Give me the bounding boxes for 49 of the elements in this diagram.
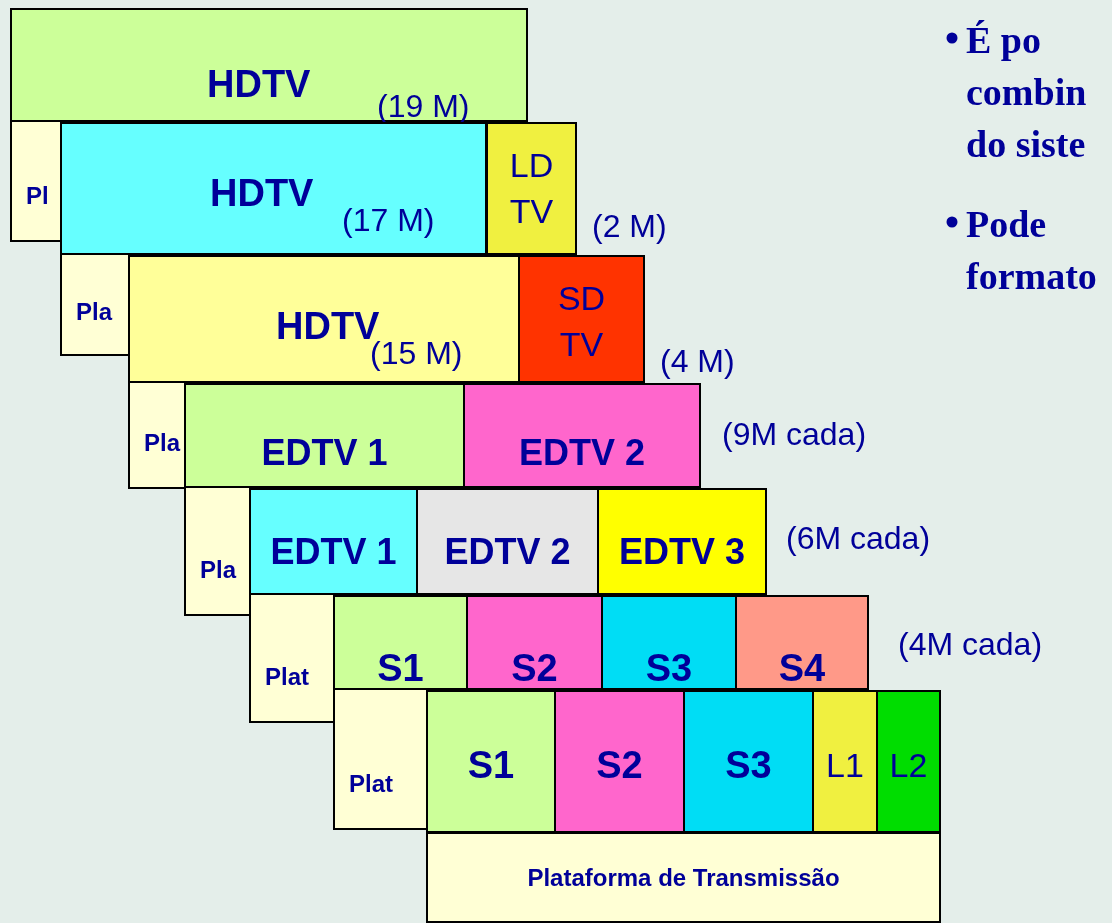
platform-label: Pl <box>26 184 49 208</box>
channel-name: EDTV 2 <box>443 534 572 570</box>
channel-name: HDTV <box>207 65 311 103</box>
bitrate-label: (2 M) <box>592 210 667 242</box>
channel-block <box>486 122 577 255</box>
channel-name: S2 <box>510 649 559 687</box>
channel-name: EDTV 3 <box>617 534 746 570</box>
platform-bar <box>426 832 941 923</box>
bullet-text: Pode formato <box>966 202 1097 299</box>
platform-bar <box>333 688 428 830</box>
platform-label: Pla <box>200 558 237 582</box>
platform-label: Pla <box>144 431 181 455</box>
channel-name: S1 <box>376 649 425 687</box>
channel-name: SD TV <box>556 278 607 365</box>
platform-bar <box>128 381 186 489</box>
bitrate-label: (4 M) <box>660 345 735 377</box>
channel-block <box>683 690 814 833</box>
platform-label: Pla <box>76 300 113 324</box>
channel-block <box>10 8 528 122</box>
channel-name: S2 <box>595 746 644 784</box>
bullet-text: É po combin do siste <box>966 18 1087 167</box>
channel-block <box>426 690 556 833</box>
channel-block <box>518 255 645 383</box>
bitrate-label: (17 M) <box>342 204 435 236</box>
platform-label: Plat <box>349 772 393 796</box>
channel-name: L1 <box>825 748 865 782</box>
channel-block <box>812 690 878 833</box>
platform-bar <box>10 120 62 242</box>
platform-label: Plataforma de Transmissão <box>526 865 841 890</box>
platform-bar <box>249 593 335 723</box>
channel-name: EDTV 2 <box>517 435 646 471</box>
channel-name: S1 <box>466 746 516 784</box>
channel-name: S3 <box>724 746 773 784</box>
channel-name: EDTV 1 <box>269 534 398 570</box>
channel-name: EDTV 1 <box>260 435 389 471</box>
channel-block <box>876 690 941 833</box>
channel-name: S4 <box>777 649 827 687</box>
bitrate-label: (19 M) <box>377 90 470 122</box>
channel-name: LD TV <box>508 145 555 232</box>
platform-label: Plat <box>265 665 309 689</box>
bitrate-label: (4M cada) <box>898 628 1043 660</box>
channel-name: HDTV <box>210 174 314 212</box>
channel-name: L2 <box>888 748 929 782</box>
channel-block <box>554 690 685 833</box>
channel-name: S3 <box>644 649 694 687</box>
bitrate-label: (6M cada) <box>786 522 931 554</box>
bitrate-label: (9M cada) <box>722 418 867 450</box>
platform-bar <box>60 253 130 356</box>
platform-bar <box>184 486 251 616</box>
